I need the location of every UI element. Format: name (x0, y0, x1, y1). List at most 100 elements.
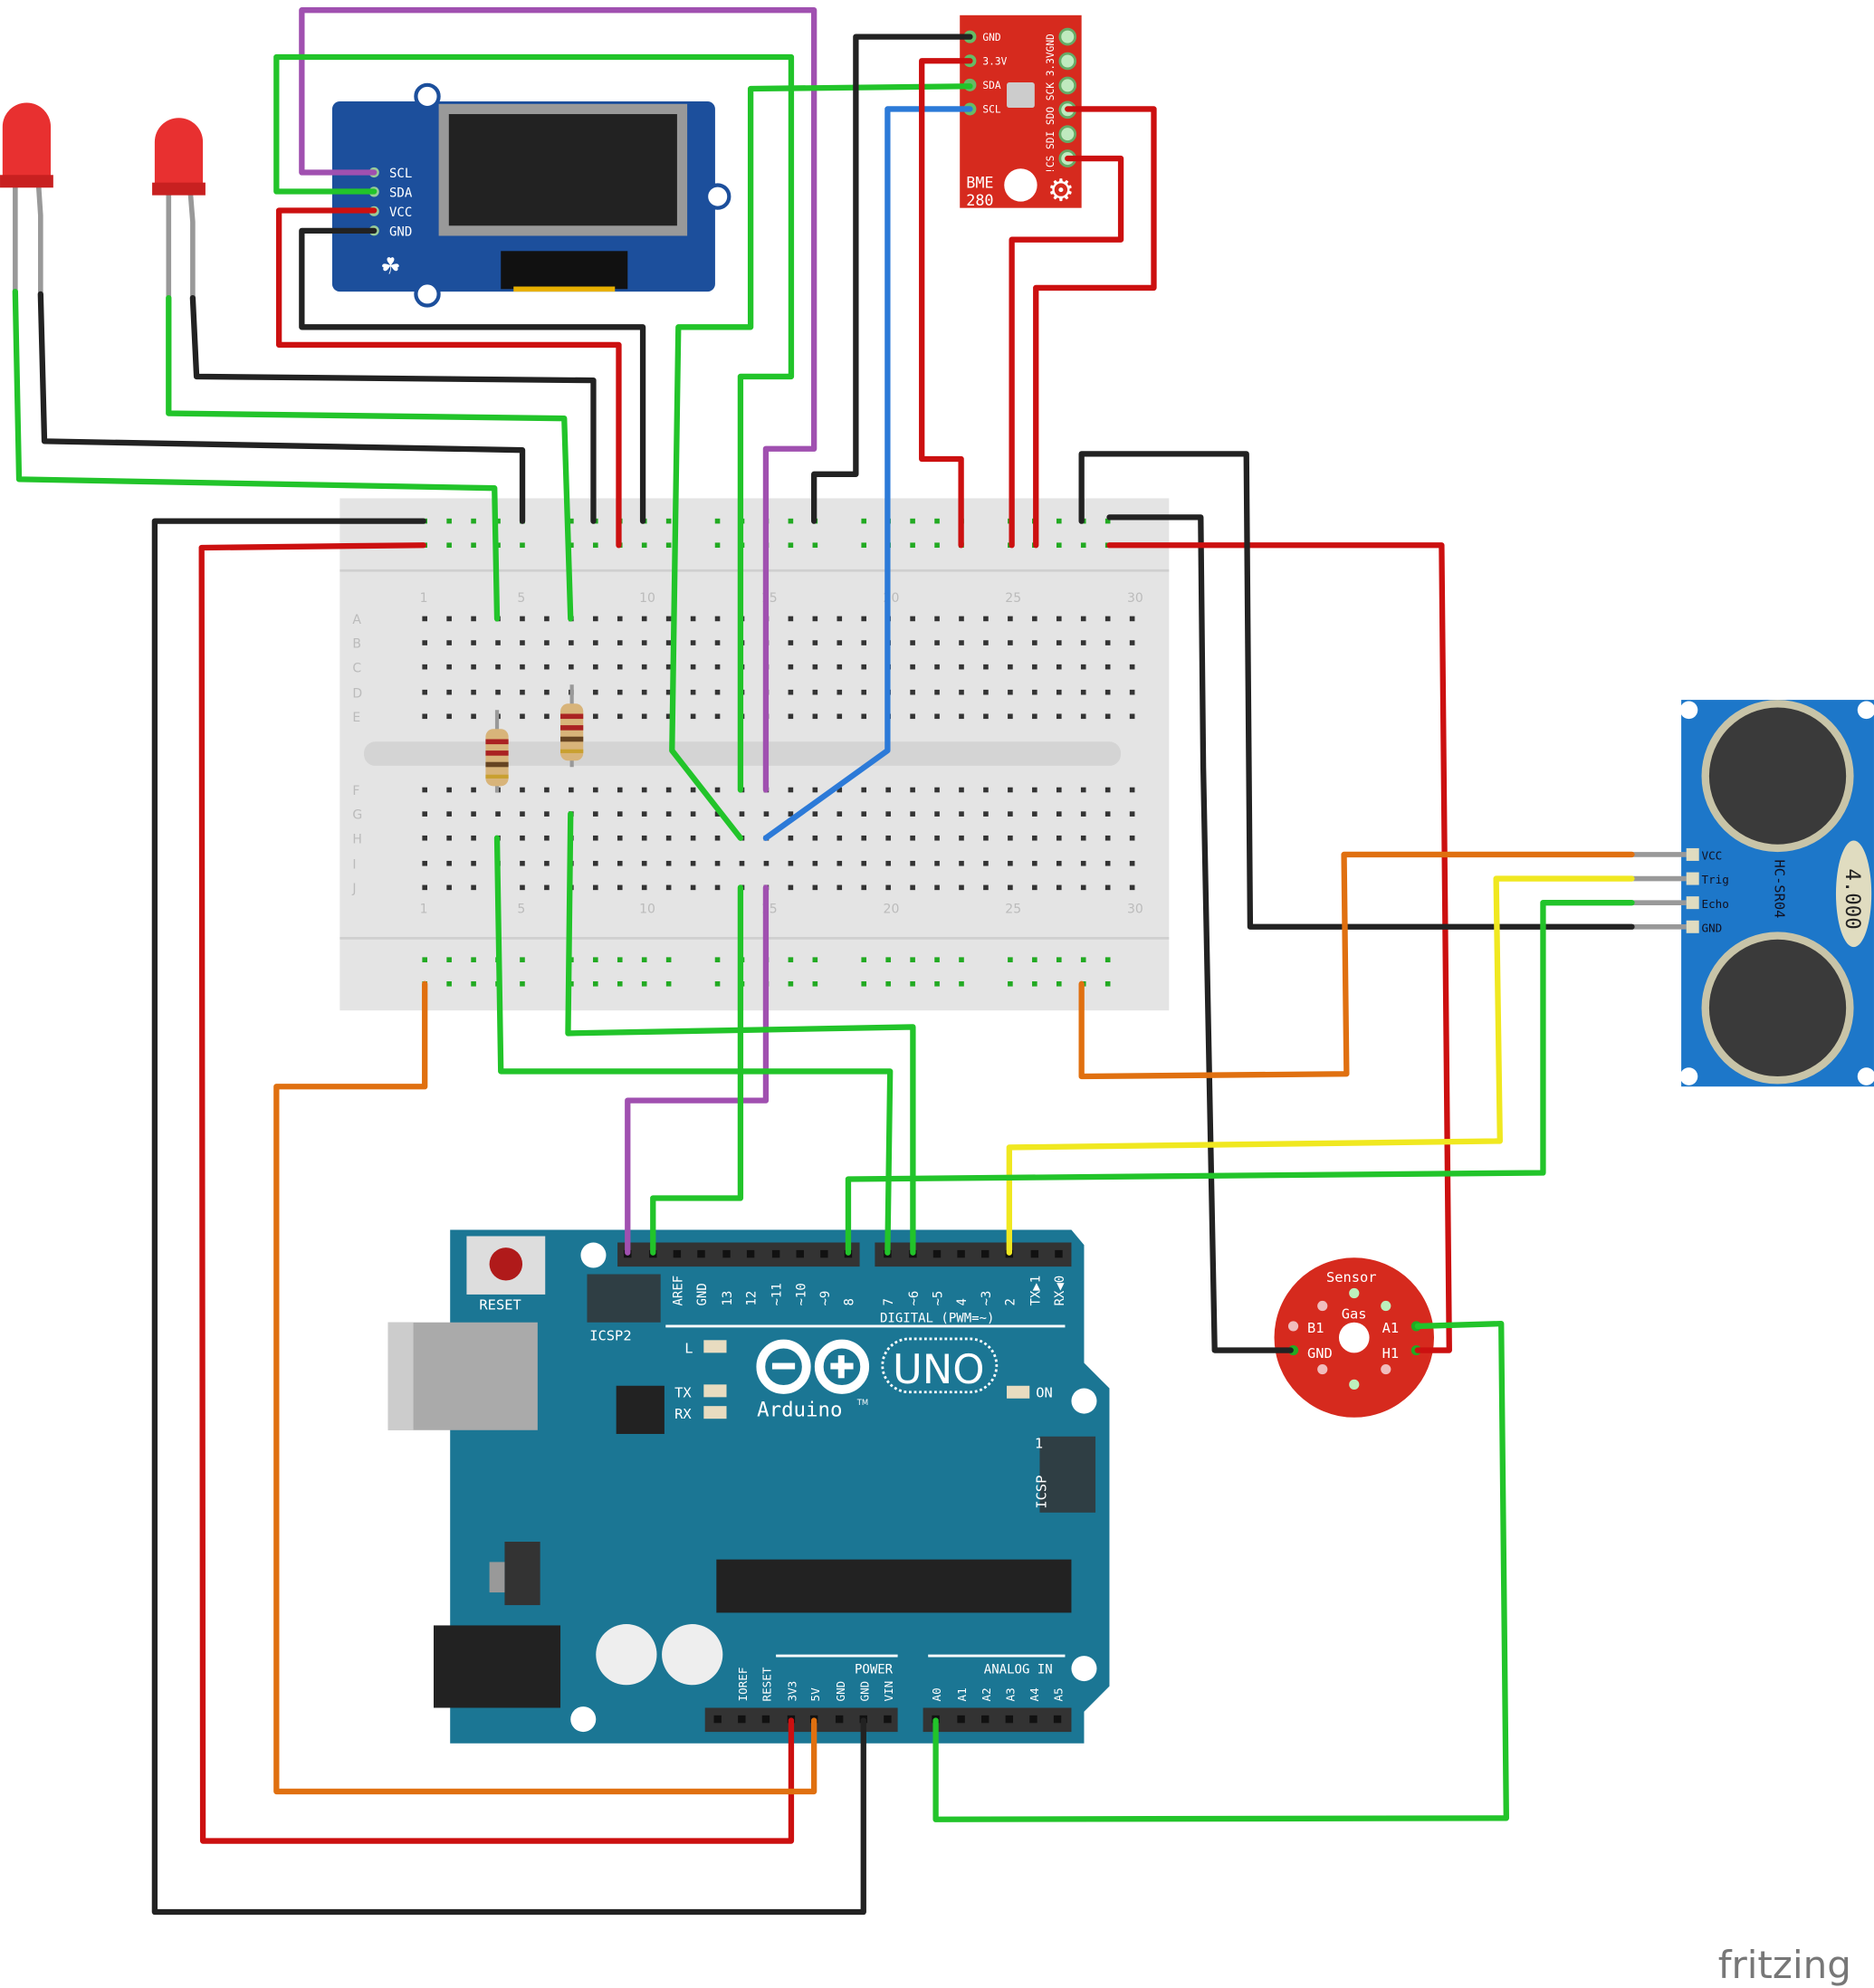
breadboard-hole[interactable] (1129, 884, 1135, 891)
breadboard-hole[interactable] (739, 860, 745, 866)
rail-hole[interactable] (665, 518, 672, 524)
wire-gas-a1-to-a0-green[interactable] (932, 1320, 1509, 1822)
rail-hole[interactable] (861, 518, 867, 524)
breadboard-hole[interactable] (983, 811, 989, 817)
breadboard-hole[interactable] (885, 811, 891, 817)
power-header-pin[interactable] (761, 1715, 770, 1724)
breadboard-hole[interactable] (910, 787, 915, 793)
breadboard-hole[interactable] (788, 640, 794, 645)
rail-hole[interactable] (788, 957, 794, 962)
breadboard-hole[interactable] (1080, 616, 1086, 622)
breadboard-hole[interactable] (665, 860, 672, 866)
breadboard-hole[interactable] (959, 640, 964, 645)
wire-bme-gnd-black[interactable] (810, 33, 973, 524)
breadboard-hole[interactable] (1056, 860, 1062, 866)
wire-hc-gnd-black[interactable] (1078, 451, 1635, 930)
breadboard-hole[interactable] (837, 860, 843, 866)
breadboard-hole[interactable] (788, 884, 794, 891)
breadboard-hole[interactable] (1104, 835, 1111, 841)
breadboard-hole[interactable] (861, 811, 867, 817)
breadboard-hole[interactable] (1008, 835, 1013, 841)
breadboard-hole[interactable] (617, 884, 623, 891)
bme-pin[interactable] (1058, 76, 1077, 95)
digital-header-pin[interactable] (957, 1249, 965, 1258)
breadboard-hole[interactable] (471, 860, 476, 866)
rail-hole[interactable] (1032, 980, 1037, 987)
breadboard-hole[interactable] (690, 689, 696, 695)
breadboard-hole[interactable] (471, 689, 476, 695)
breadboard-hole[interactable] (569, 787, 574, 793)
wire-green-to-sda-header[interactable] (650, 884, 744, 1256)
rail-hole[interactable] (714, 957, 721, 962)
rail-hole[interactable] (471, 542, 476, 549)
breadboard-hole[interactable] (1080, 860, 1086, 866)
breadboard-hole[interactable] (714, 884, 721, 891)
breadboard-hole[interactable] (1008, 884, 1013, 891)
breadboard-hole[interactable] (1056, 884, 1062, 891)
breadboard-hole[interactable] (885, 884, 891, 891)
breadboard-hole[interactable] (812, 811, 818, 817)
breadboard-hole[interactable] (690, 616, 696, 622)
breadboard-hole[interactable] (1129, 689, 1135, 695)
breadboard-hole[interactable] (544, 787, 550, 793)
breadboard-hole[interactable] (910, 860, 915, 866)
wire-hc-vcc-orange[interactable] (1078, 851, 1635, 1080)
breadboard-hole[interactable] (959, 713, 964, 720)
rail-hole[interactable] (861, 542, 867, 549)
breadboard-hole[interactable] (569, 664, 574, 670)
rail-hole[interactable] (665, 542, 672, 549)
breadboard-hole[interactable] (714, 616, 721, 622)
breadboard-hole[interactable] (959, 835, 964, 841)
breadboard-hole[interactable] (1080, 787, 1086, 793)
rail-hole[interactable] (1008, 957, 1013, 962)
breadboard-hole[interactable] (617, 835, 623, 841)
breadboard-hole[interactable] (959, 664, 964, 670)
breadboard-hole[interactable] (714, 640, 721, 645)
breadboard-hole[interactable] (714, 664, 721, 670)
breadboard-hole[interactable] (739, 811, 745, 817)
hcsr04-pin[interactable] (1686, 896, 1699, 910)
breadboard-hole[interactable] (934, 689, 940, 695)
rail-hole[interactable] (471, 518, 476, 524)
rail-hole[interactable] (1056, 980, 1062, 987)
breadboard-hole[interactable] (471, 713, 476, 720)
breadboard-hole[interactable] (422, 640, 427, 645)
breadboard-hole[interactable] (1129, 811, 1135, 817)
digital-header-pin[interactable] (981, 1249, 990, 1258)
breadboard-hole[interactable] (1056, 616, 1062, 622)
breadboard-hole[interactable] (934, 713, 940, 720)
rail-hole[interactable] (812, 980, 818, 987)
breadboard-hole[interactable] (861, 787, 867, 793)
breadboard-hole[interactable] (910, 811, 915, 817)
breadboard-hole[interactable] (1129, 713, 1135, 720)
power-header-pin[interactable] (835, 1715, 844, 1724)
breadboard-hole[interactable] (1104, 664, 1111, 670)
breadboard-hole[interactable] (1008, 689, 1013, 695)
analog-header-pin[interactable] (981, 1715, 990, 1724)
breadboard-hole[interactable] (641, 884, 647, 891)
breadboard-hole[interactable] (812, 884, 818, 891)
breadboard-hole[interactable] (861, 884, 867, 891)
wire-gas-h1-red[interactable] (1106, 542, 1452, 1353)
breadboard-hole[interactable] (422, 713, 427, 720)
breadboard-hole[interactable] (690, 713, 696, 720)
breadboard-hole[interactable] (959, 689, 964, 695)
breadboard-hole[interactable] (1032, 884, 1037, 891)
breadboard-hole[interactable] (665, 884, 672, 891)
breadboard-hole[interactable] (812, 713, 818, 720)
rail-hole[interactable] (641, 957, 647, 962)
digital-header-pin[interactable] (796, 1249, 804, 1258)
breadboard-hole[interactable] (763, 860, 770, 866)
breadboard-hole[interactable] (812, 640, 818, 645)
rail-hole[interactable] (520, 957, 525, 962)
breadboard-hole[interactable] (495, 811, 501, 817)
breadboard-hole[interactable] (1129, 616, 1135, 622)
breadboard-hole[interactable] (422, 689, 427, 695)
rail-hole[interactable] (617, 957, 623, 962)
breadboard-hole[interactable] (934, 884, 940, 891)
rail-hole[interactable] (1056, 542, 1062, 549)
breadboard-hole[interactable] (763, 811, 770, 817)
breadboard-hole[interactable] (788, 616, 794, 622)
breadboard-hole[interactable] (446, 860, 452, 866)
breadboard-hole[interactable] (1008, 811, 1013, 817)
